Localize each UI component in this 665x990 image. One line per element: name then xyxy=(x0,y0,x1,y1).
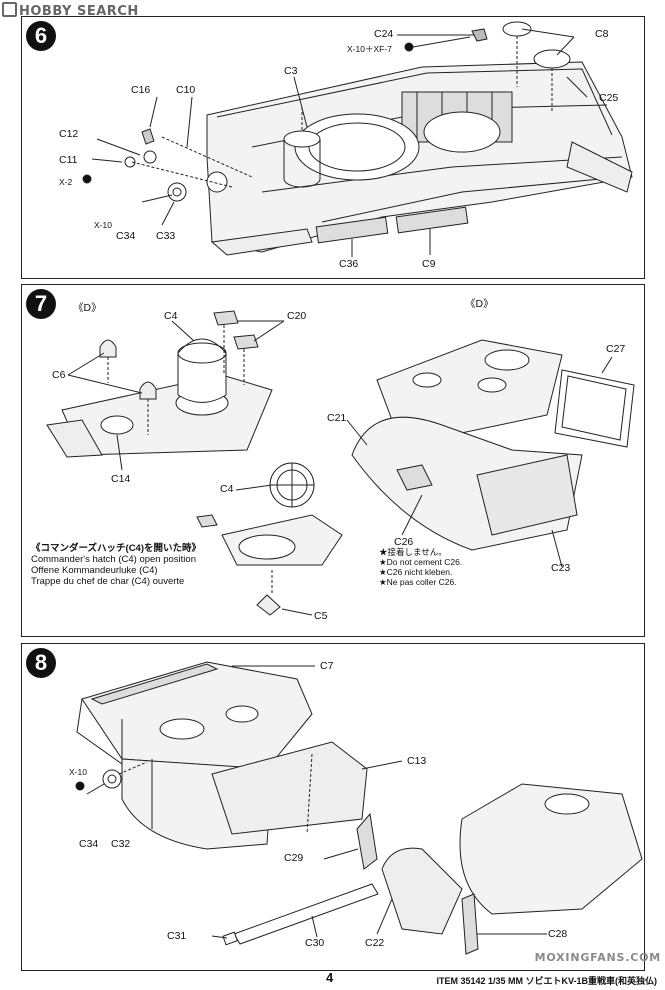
hatch-open-note-fr: Trappe du chef de char (C4) ouverte xyxy=(31,576,185,587)
c29-callout: C29 xyxy=(284,852,304,864)
c3-callout: C3 xyxy=(284,65,298,77)
d-marker-left: 《D》 xyxy=(73,302,102,314)
c32-callout: C32 xyxy=(111,838,131,850)
c13-callout: C13 xyxy=(407,755,427,767)
c25-callout: C25 xyxy=(599,92,619,104)
c30-callout: C30 xyxy=(305,937,325,949)
item-caption: ITEM 35142 1/35 MM ソビエトKV-1B重戦車(和英独仏) xyxy=(436,976,657,986)
step-8-panel: 8 xyxy=(21,643,645,971)
hatch-open-note-de: Offene Kommandeurluke (C4) xyxy=(31,565,158,576)
c34-callout-step8: C34 xyxy=(79,838,99,850)
c27-callout: C27 xyxy=(606,343,626,355)
hobby-search-watermark: HOBBY SEARCH xyxy=(2,2,139,19)
do-not-cement-note-de: ★C26 nicht kleben. xyxy=(379,567,453,577)
hatch-open-note-en: Commander's hatch (C4) open position xyxy=(31,554,196,565)
x10-xf7-paint-callout: X-10＋XF-7 xyxy=(347,44,392,54)
c4-callout-top: C4 xyxy=(164,310,178,322)
step-7-panel: 7 xyxy=(21,284,645,637)
step-6-panel: 6 xyxy=(21,16,645,279)
step-8-badge: 8 xyxy=(26,648,56,678)
c6-callout: C6 xyxy=(52,369,66,381)
c8-callout: C8 xyxy=(595,28,609,40)
c4-callout-mid: C4 xyxy=(220,483,234,495)
c31-callout: C31 xyxy=(167,930,187,942)
c21-callout: C21 xyxy=(327,412,347,424)
hatch-open-note-jp: 《コマンダーズハッチ(C4)を開いた時》 xyxy=(31,543,201,554)
x2-paint-callout: X-2 xyxy=(59,177,73,187)
c26-callout: C26 xyxy=(394,536,414,548)
hobby-search-logo-icon xyxy=(2,2,17,17)
d-marker-right: 《D》 xyxy=(465,298,494,310)
x10-paint-callout: X-10 xyxy=(94,220,112,230)
c23-callout: C23 xyxy=(551,562,571,574)
c9-callout: C9 xyxy=(422,258,436,270)
step-6-drawing xyxy=(82,21,633,257)
c5-callout: C5 xyxy=(314,610,328,622)
do-not-cement-note-en: ★Do not cement C26. xyxy=(379,557,463,567)
c16-callout: C16 xyxy=(131,84,151,96)
hatch-open-note: 《コマンダーズハッチ(C4)を開いた時》 Commander's hatch (… xyxy=(31,543,201,587)
c11-callout: C11 xyxy=(59,154,78,166)
c14-callout: C14 xyxy=(111,473,131,485)
do-not-cement-note: ★接着しません。 ★Do not cement C26. ★C26 nicht … xyxy=(379,547,462,587)
c34-callout: C34 xyxy=(116,230,136,242)
x10-paint-callout-step8: X-10 xyxy=(69,767,87,777)
step-7-drawing xyxy=(46,310,635,616)
moxingfans-watermark: MOXINGFANS.COM xyxy=(534,951,661,964)
c12-callout: C12 xyxy=(59,128,79,140)
c33-callout: C33 xyxy=(156,230,176,242)
step-6-badge: 6 xyxy=(26,21,56,51)
c28-callout: C28 xyxy=(548,928,568,940)
step-7-badge: 7 xyxy=(26,289,56,319)
c7-callout: C7 xyxy=(320,660,334,672)
c10-callout: C10 xyxy=(176,84,196,96)
c22-callout: C22 xyxy=(365,937,385,949)
do-not-cement-note-fr: ★Ne pas coller C26. xyxy=(379,577,457,587)
page-number: 4 xyxy=(326,970,334,985)
step-8-drawing xyxy=(75,661,643,955)
do-not-cement-note-jp: ★接着しません。 xyxy=(379,547,447,557)
c24-callout: C24 xyxy=(374,28,394,40)
c36-callout: C36 xyxy=(339,258,359,270)
c20-callout: C20 xyxy=(287,310,307,322)
